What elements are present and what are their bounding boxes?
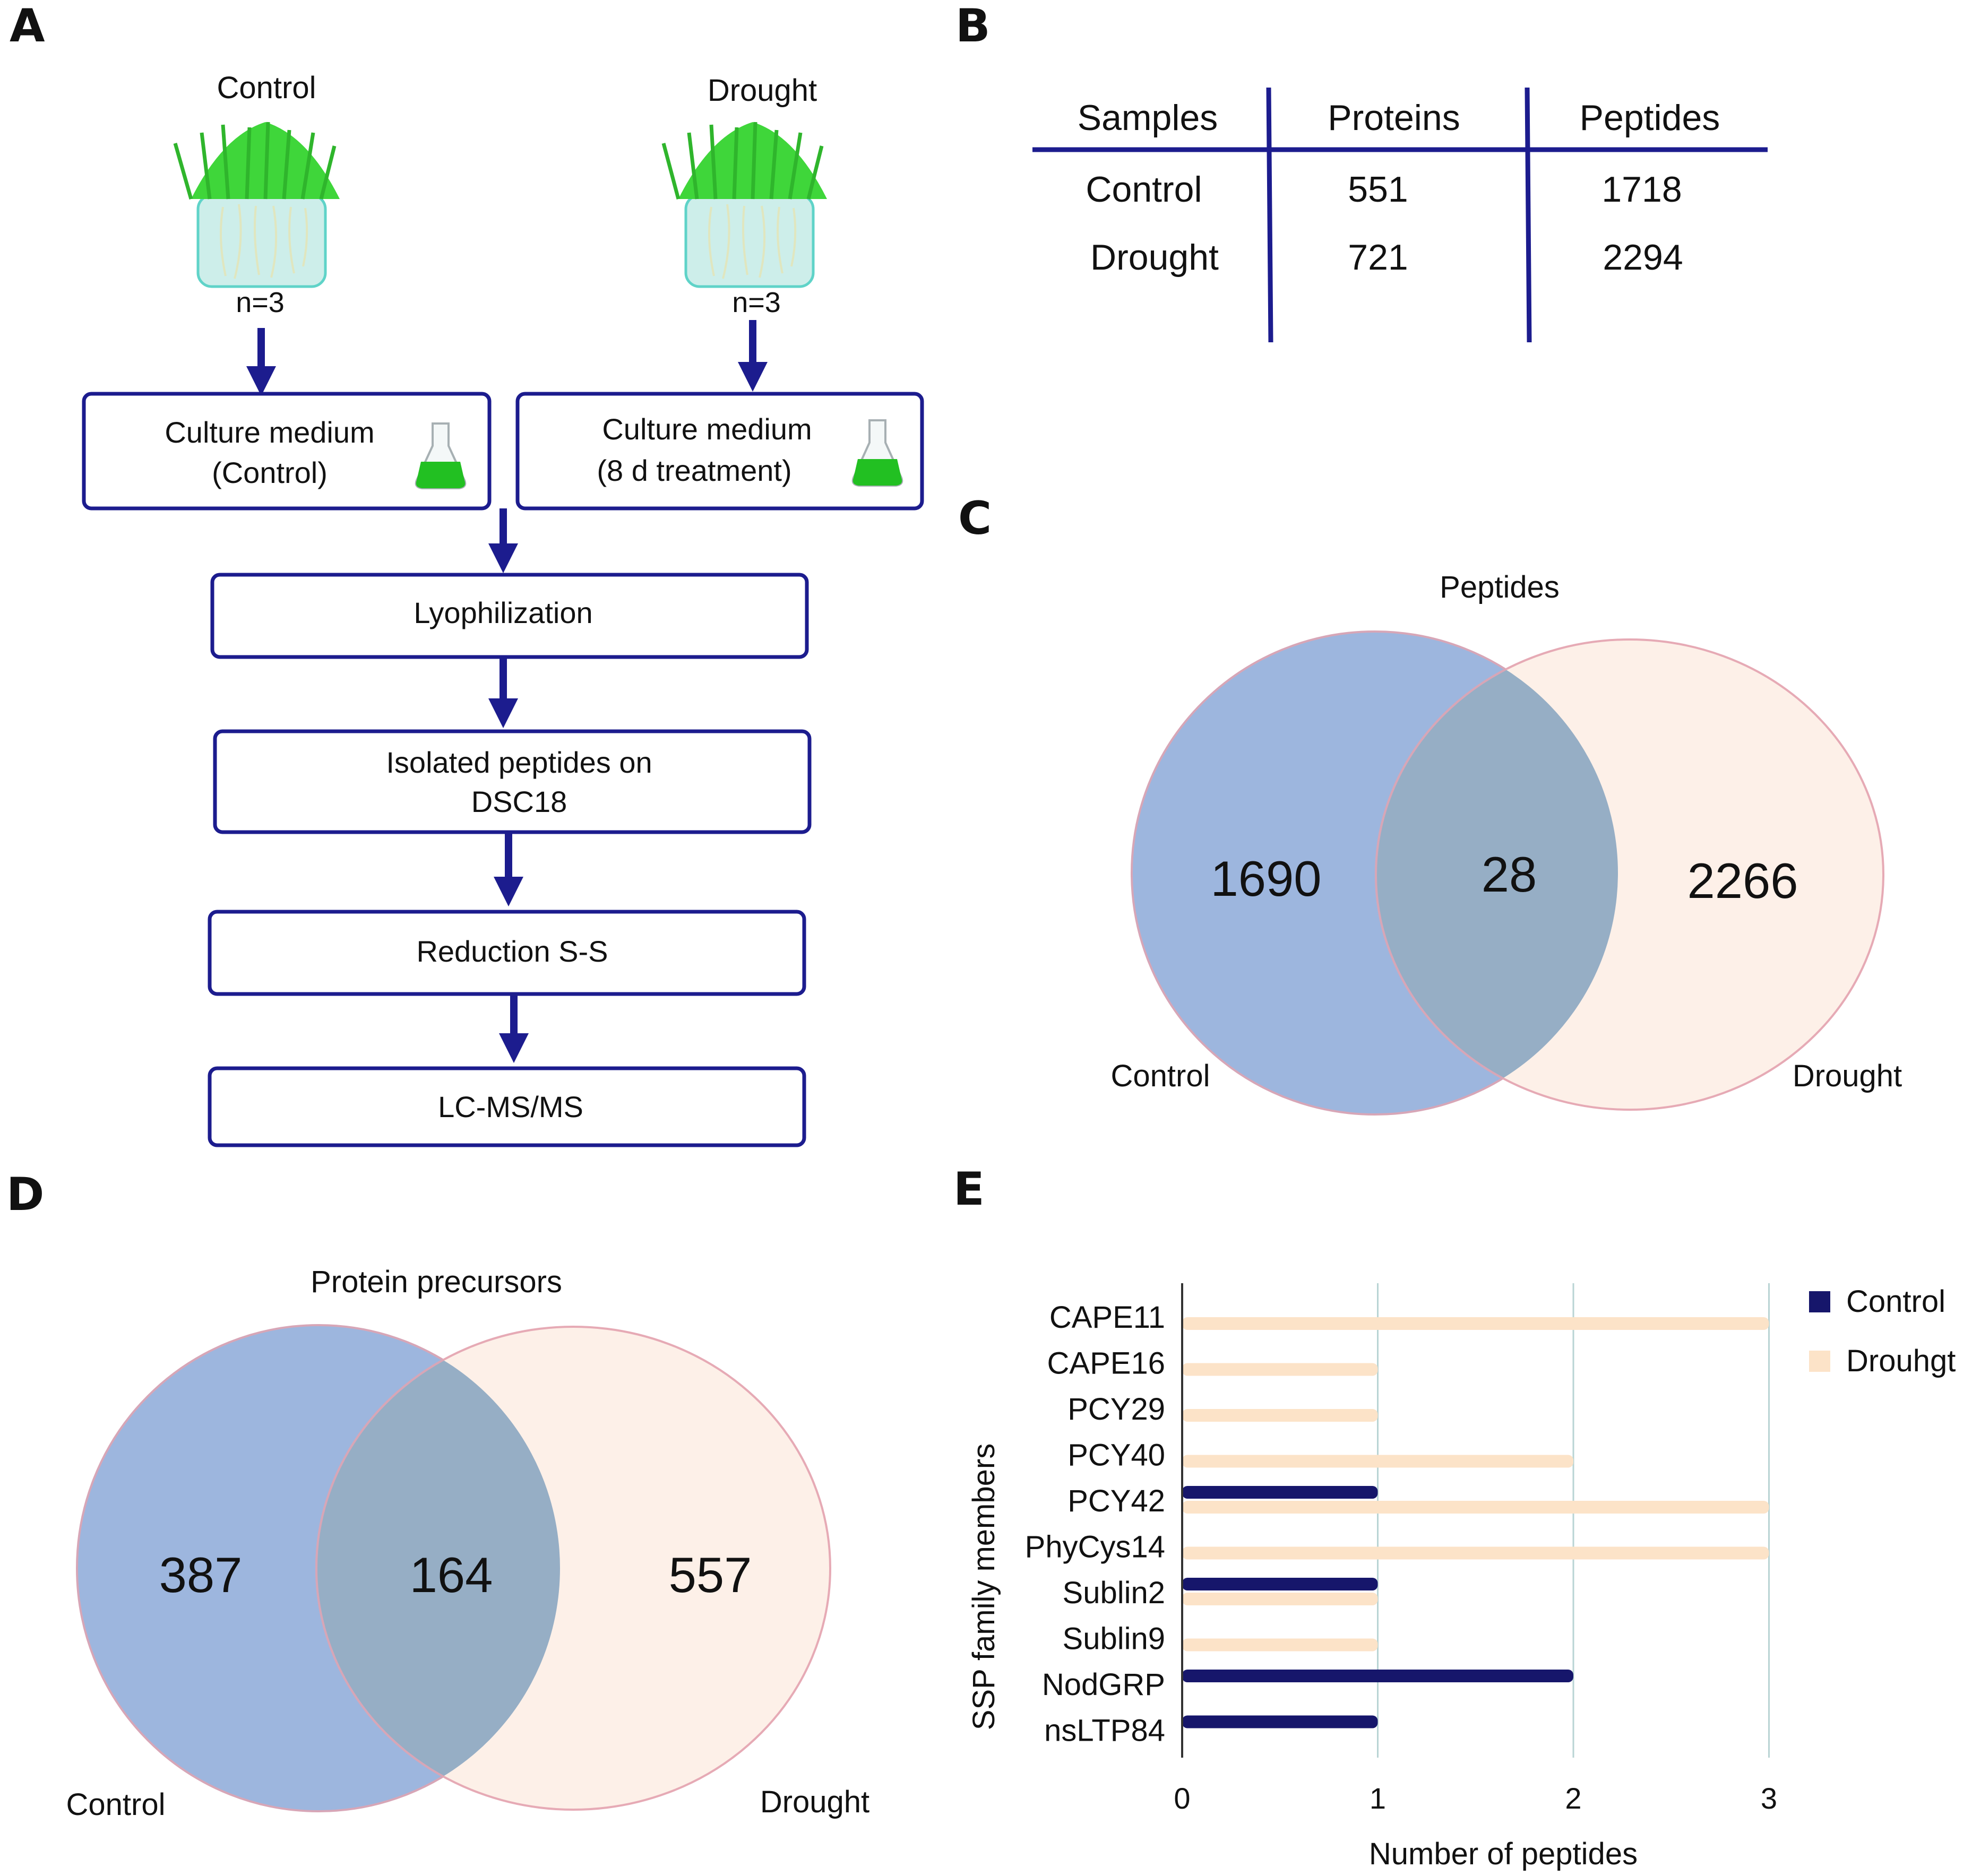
chart-x-tick-label: 2: [1565, 1782, 1581, 1815]
venn-c-title: Peptides: [1440, 570, 1560, 604]
control-group-title: Control: [217, 71, 316, 105]
legend-swatch-control: [1809, 1291, 1830, 1312]
table-header-peptides: Peptides: [1580, 98, 1720, 138]
chart-category-label: PhyCys14: [1025, 1530, 1165, 1564]
panel-letter-e: E: [953, 1163, 985, 1216]
chart-bar-drought: [1182, 1501, 1769, 1514]
chart-bar-control: [1182, 1715, 1378, 1728]
panel-e-bar-chart: CAPE11CAPE16PCY29PCY40PCY42PhyCys14Subli…: [967, 1283, 1956, 1871]
venn-d-drought-only-count: 557: [669, 1547, 752, 1603]
panel-letter-d: D: [6, 1168, 44, 1221]
flask-icon: [415, 422, 467, 489]
chart-x-tick-label: 0: [1174, 1782, 1190, 1815]
table-cell-sample-control: Control: [1086, 169, 1202, 210]
chart-x-axis-title: Number of peptides: [1369, 1837, 1638, 1871]
panel-a-workflow: Control Drought n=3 n=3 Culture medium (…: [82, 71, 924, 1147]
chart-y-axis-title: SSP family members: [967, 1443, 1001, 1730]
panel-d-venn-precursors: Protein precursors 387 164 557 Control D…: [66, 1265, 870, 1822]
drought-group-title: Drought: [708, 73, 817, 108]
chart-legend: Control Drouhgt: [1809, 1284, 1956, 1378]
chart-category-label: PCY29: [1067, 1392, 1165, 1427]
venn-c-control-label: Control: [1111, 1059, 1210, 1093]
culture-medium-drought-box: [515, 392, 924, 511]
table-cell-peptides-control: 1718: [1601, 169, 1682, 210]
drought-plant-illustration: [661, 122, 827, 288]
legend-label-control: Control: [1846, 1284, 1945, 1319]
chart-bar-drought: [1182, 1455, 1573, 1468]
chart-bar-drought: [1182, 1409, 1378, 1422]
venn-d-control-label: Control: [66, 1787, 166, 1822]
flask-icon: [851, 419, 903, 487]
panel-b-summary-table: Samples Proteins Peptides Control 551 17…: [1032, 87, 1768, 343]
chart-category-label: NodGRP: [1042, 1667, 1165, 1702]
table-cell-peptides-drought: 2294: [1603, 237, 1683, 278]
isolated-peptides-line2: DSC18: [471, 785, 567, 818]
venn-c-drought-label: Drought: [1793, 1059, 1902, 1093]
culture-medium-drought-line1: Culture medium: [602, 412, 812, 446]
culture-medium-drought-line2: (8 d treatment): [597, 454, 791, 487]
venn-d-overlap-count: 164: [410, 1547, 493, 1603]
table-cell-proteins-control: 551: [1348, 169, 1408, 210]
chart-category-label: CAPE11: [1049, 1300, 1165, 1335]
legend-label-drought: Drouhgt: [1846, 1344, 1956, 1378]
table-column-rule-2: [1525, 87, 1532, 343]
venn-d-overlap: [315, 1326, 560, 1811]
panel-c-venn-peptides: Peptides 1690 28 2266 Control Drought: [1111, 570, 1902, 1116]
chart-grid: [1377, 1283, 1770, 1758]
panel-letter-b: B: [955, 0, 991, 53]
venn-c-overlap-count: 28: [1482, 846, 1537, 902]
venn-c-drought-only-count: 2266: [1687, 853, 1798, 909]
chart-bar-drought: [1182, 1546, 1769, 1560]
isolated-peptides-line1: Isolated peptides on: [386, 746, 652, 779]
drought-replicates: n=3: [732, 287, 781, 318]
table-header-samples: Samples: [1078, 98, 1218, 138]
chart-bar-control: [1182, 1578, 1378, 1590]
lyophilization-box: [210, 573, 809, 659]
chart-bar-control: [1182, 1486, 1378, 1499]
table-cell-sample-drought: Drought: [1090, 237, 1219, 278]
lyophilization-label: Lyophilization: [414, 596, 592, 629]
control-plant-illustration: [173, 122, 340, 288]
culture-medium-control-box: [82, 392, 492, 511]
lcms-box: [208, 1066, 806, 1147]
venn-c-control-only-count: 1690: [1210, 851, 1321, 906]
chart-category-label: nsLTP84: [1044, 1714, 1165, 1748]
panel-letter-c: C: [958, 492, 992, 545]
venn-c-overlap: [1375, 638, 1618, 1111]
chart-category-labels: CAPE11CAPE16PCY29PCY40PCY42PhyCys14Subli…: [1025, 1300, 1165, 1748]
chart-category-label: PCY40: [1067, 1438, 1165, 1473]
chart-bar-drought: [1182, 1317, 1769, 1330]
chart-bar-drought: [1182, 1593, 1378, 1605]
chart-bar-drought: [1182, 1363, 1378, 1376]
chart-bar-drought: [1182, 1638, 1378, 1652]
panel-letter-a: A: [10, 0, 45, 53]
reduction-label: Reduction S-S: [416, 935, 608, 968]
chart-category-label: PCY42: [1067, 1484, 1165, 1518]
table-header-proteins: Proteins: [1328, 98, 1460, 138]
chart-bar-control: [1182, 1670, 1573, 1682]
venn-d-title: Protein precursors: [311, 1265, 562, 1299]
chart-x-tick-labels: 0 1 2 3: [1174, 1782, 1777, 1815]
chart-category-label: Sublin9: [1063, 1622, 1165, 1656]
control-replicates: n=3: [236, 287, 285, 318]
chart-x-tick-label: 3: [1761, 1782, 1777, 1815]
reduction-box: [208, 910, 806, 996]
legend-swatch-drought: [1809, 1351, 1830, 1372]
venn-d-drought-label: Drought: [760, 1785, 869, 1819]
chart-category-label: CAPE16: [1047, 1346, 1165, 1381]
venn-d-control-only-count: 387: [159, 1547, 243, 1603]
table-column-rule-1: [1266, 87, 1273, 343]
culture-medium-control-line1: Culture medium: [165, 416, 374, 449]
chart-bars: [1182, 1317, 1769, 1728]
chart-category-label: Sublin2: [1063, 1576, 1165, 1610]
table-cell-proteins-drought: 721: [1348, 237, 1408, 278]
culture-medium-control-line2: (Control): [212, 456, 328, 489]
chart-x-tick-label: 1: [1370, 1782, 1386, 1815]
lcms-label: LC-MS/MS: [438, 1090, 583, 1123]
